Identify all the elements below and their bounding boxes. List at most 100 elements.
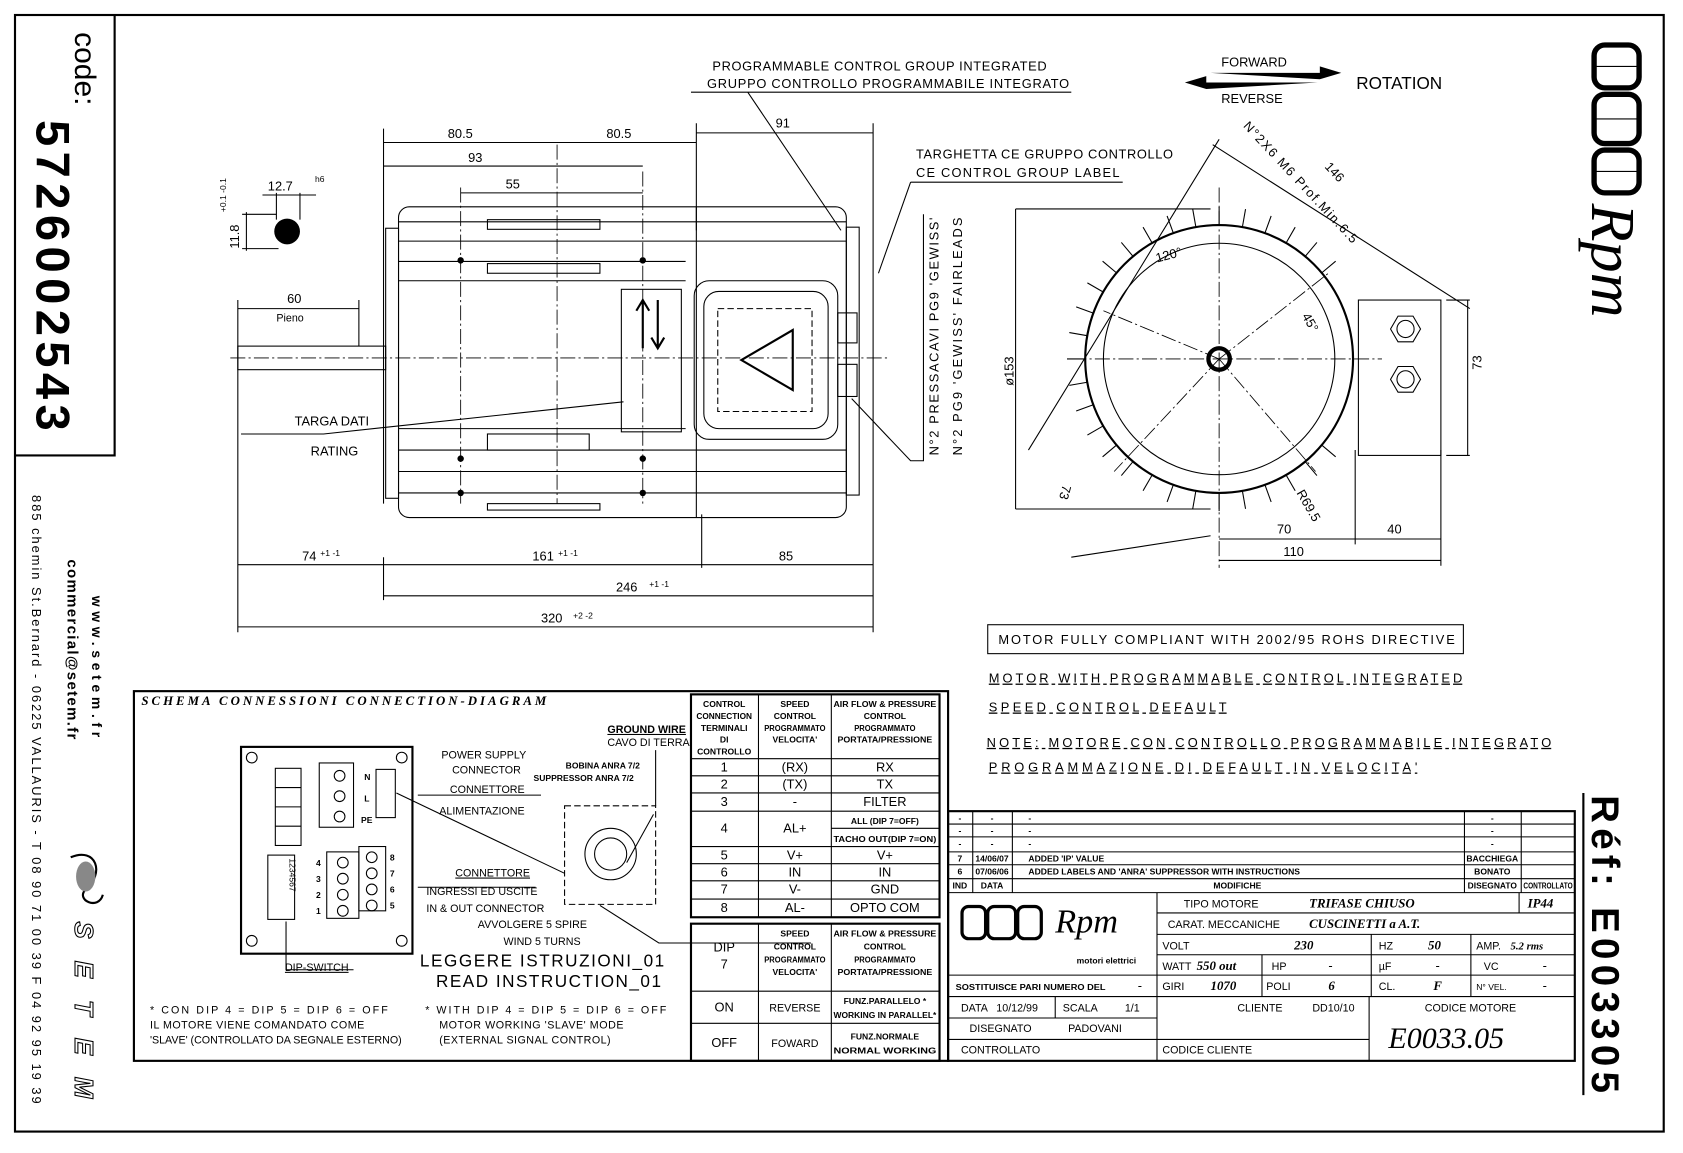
cooling-fin [1321, 444, 1337, 458]
rpm-ring-icon [986, 904, 1018, 941]
rpm-ring-icon [1016, 904, 1043, 941]
table-header: CONTROL [774, 711, 816, 721]
terminal-7: 7 [390, 869, 395, 879]
hp-label: HP [1272, 961, 1287, 973]
dim-70: 70 [1277, 522, 1291, 537]
anra-suppressor-icon [584, 827, 637, 881]
dim-angle-120: 120° [1154, 244, 1184, 265]
dim-85: 85 [779, 548, 793, 563]
table-header: SPEED [780, 699, 809, 709]
title-logo: Rpm motori elettrici [960, 902, 1136, 965]
cliente-value: DD10/10 [1312, 1003, 1354, 1015]
code-box [14, 15, 116, 457]
cooling-fin [1142, 474, 1153, 492]
table-cell: V+ [877, 847, 893, 862]
holes-note: N°2X6 M6 Prof.Min.6.5 [1241, 118, 1362, 246]
cooling-fin [1069, 332, 1088, 337]
rating-plate [620, 288, 682, 433]
control-pcb [239, 745, 414, 955]
callout-control-group-it: GRUPPO CONTROLLO PROGRAMMABILE INTEGRATO [707, 76, 1069, 91]
dim-161-tol: +1 -1 [558, 548, 578, 558]
callout-label-it: TARGHETTA CE GRUPPO CONTROLLO [916, 147, 1173, 162]
website-link[interactable]: www.setem.fr [89, 595, 105, 738]
revision-header: CONTROLLATO [1523, 880, 1573, 890]
dip-table-cell: FOWARD [771, 1038, 818, 1050]
gland-nut-icon [1389, 365, 1422, 393]
revision-cell: - [1491, 813, 1494, 823]
cable-gland [837, 363, 858, 398]
giri-value: 1070 [1211, 979, 1237, 993]
glands-label-en: N°2 PG9 'GEWISS' FAIRLEADS [950, 218, 965, 456]
dim-80-5-left: 80.5 [448, 126, 473, 141]
dip-table-header: AIR FLOW & PRESSURE [833, 929, 936, 939]
dip-table-cell: FUNZ.PARALLELO * [844, 996, 927, 1006]
table-cell: IN [878, 865, 891, 880]
cooling-fin [1304, 242, 1318, 257]
dip-table-header: 7 [721, 957, 728, 972]
revision-cell: BACCHIEGA [1466, 854, 1518, 864]
revision-cell: - [958, 839, 961, 849]
dip-table-cell: ON [715, 1000, 734, 1015]
dip-table-cell: FUNZ.NORMALE [851, 1031, 920, 1041]
motor-end-view: FORWARD REVERSE ROTATION ø153 120° 45° 1… [1001, 54, 1485, 568]
rating-label-it: TARGA DATI [295, 413, 369, 428]
dim-diameter-153: ø153 [1001, 356, 1016, 385]
revision-cell: BONATO [1474, 866, 1511, 876]
volt-label: VOLT [1162, 940, 1190, 952]
revision-header: MODIFICHE [1213, 880, 1261, 890]
terminal-box [693, 280, 839, 440]
poli-value: 6 [1328, 979, 1335, 993]
tipo-label: TIPO MOTORE [1184, 899, 1259, 911]
rotation-label: ROTATION [1356, 73, 1442, 93]
dim-key-width: 12.7 [268, 179, 293, 194]
table-header: CONTROL [703, 699, 745, 709]
reference-code: Réf: E003305 [1583, 795, 1626, 1093]
revision-cell: ADDED LABELS AND 'ANRA' SUPPRESSOR WITH … [1028, 866, 1300, 876]
terminal-2: 2 [316, 890, 321, 900]
dim-55: 55 [506, 177, 520, 192]
revision-cell: - [1028, 813, 1031, 823]
terminal-table: CONTROLCONNECTIONTERMINALIDICONTROLLOSPE… [689, 693, 941, 1062]
glands-label-it: N°2 PRESSACAVI PG9 'GEWISS' [926, 218, 941, 456]
table-cell: AL+ [783, 821, 806, 836]
title-logo-text: Rpm [1054, 902, 1118, 940]
table-header: PROGRAMMATO [764, 723, 826, 733]
note-en-1: * WITH DIP 4 = DIP 5 = DIP 6 = OFF [425, 1005, 666, 1017]
cooling-fin [1285, 474, 1296, 492]
amp-label: AMP. [1476, 940, 1501, 952]
email-link[interactable]: commercial@setem.fr [63, 559, 80, 739]
power-connector-label: CONNECTOR [452, 765, 521, 777]
cooling-fin [1304, 461, 1318, 476]
cooling-fin [1142, 226, 1153, 244]
cooling-fin [1321, 260, 1337, 274]
table-header: CONNECTION [696, 711, 752, 721]
note-it-3: 'SLAVE' (CONTROLLATO DA SEGNALE ESTERNO) [150, 1035, 402, 1047]
cooling-fin [1241, 209, 1247, 228]
io-terminal-block [326, 851, 360, 919]
dip-table-header: DIP [713, 940, 734, 955]
table-cell: 2 [721, 777, 728, 792]
motor-code-value: E0033.05 [1387, 1022, 1504, 1055]
reverse-arrow-icon [1184, 76, 1318, 89]
table-cell: V+ [787, 847, 803, 862]
cooling-fin [1166, 484, 1174, 503]
dip-table-cell: NORMAL WORKING [833, 1045, 936, 1055]
suppressor-label: SUPPRESSOR ANRA 7/2 [534, 773, 634, 783]
left-strip: code: 5726002543 www.setem.fr commercial… [26, 32, 105, 1104]
table-cell: TACHO OUT(DIP 7=ON) [833, 834, 936, 844]
dip-table-header: CONTROL [864, 941, 906, 951]
terminal-6: 6 [390, 885, 395, 895]
power-alimentazione-label: ALIMENTAZIONE [439, 805, 524, 817]
rohs-note: MOTOR FULLY COMPLIANT WITH 2002/95 ROHS … [998, 632, 1455, 647]
dip-table-header: VELOCITA' [773, 967, 818, 977]
io-connector-label-it: CONNETTORE [455, 868, 530, 880]
cooling-fin [1120, 242, 1134, 257]
revision-cell: - [1028, 839, 1031, 849]
cooling-fin [1102, 260, 1117, 274]
power-connettore-label: CONNETTORE [450, 784, 525, 796]
table-cell: 4 [721, 821, 728, 836]
cooling-fin [1075, 306, 1094, 314]
suppressor-box [564, 805, 657, 905]
codice-motore-label: CODICE MOTORE [1425, 1003, 1516, 1015]
revision-cell: - [991, 839, 994, 849]
